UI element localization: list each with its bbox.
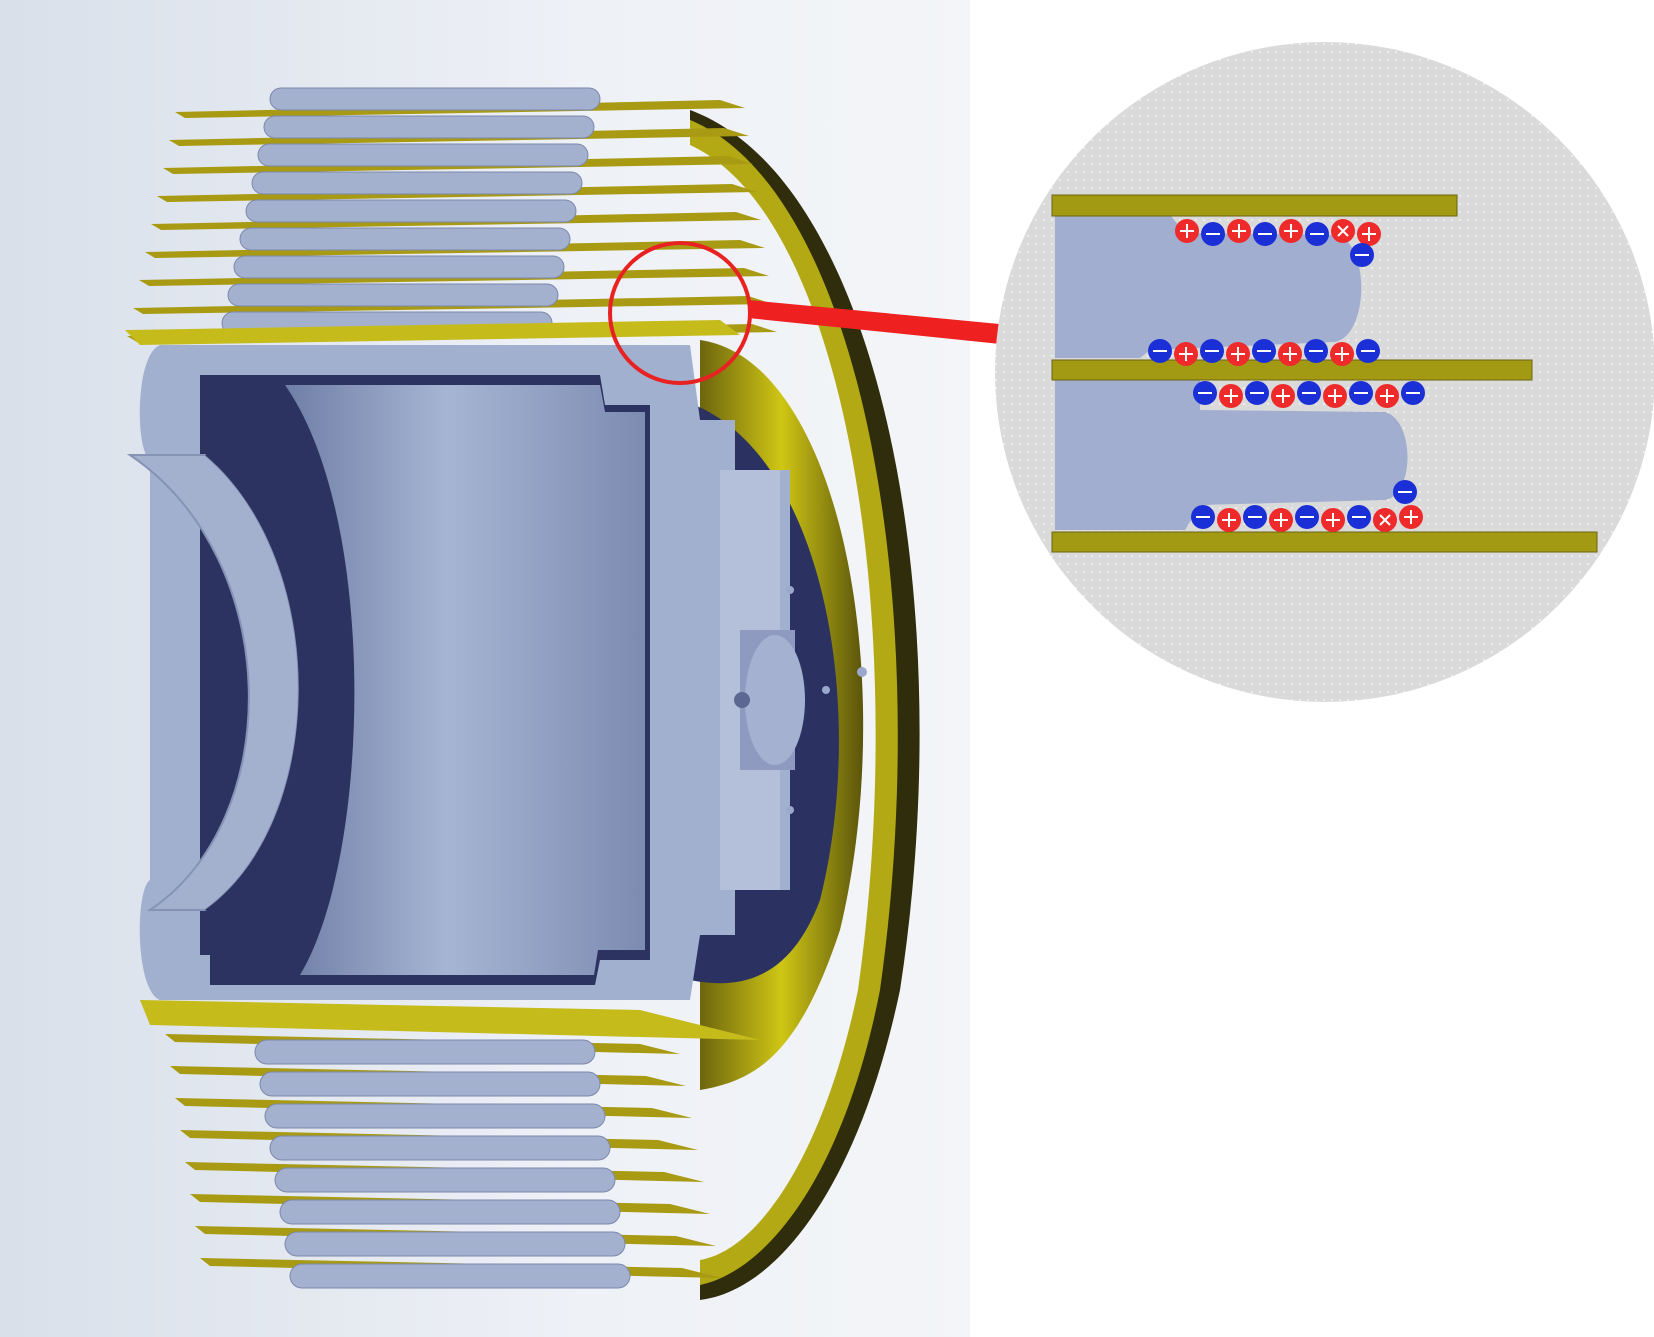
bolt-hole: [857, 667, 867, 677]
positive-ion: [1323, 384, 1347, 408]
capacitor-device-3d: [125, 87, 1060, 1300]
positive-ion: [1375, 384, 1399, 408]
negative-ion: [1356, 339, 1380, 363]
positive-ion: [1330, 342, 1354, 366]
fin-tab: [259, 1071, 601, 1097]
inner-bore-cylinder: [285, 385, 645, 975]
fin-tab: [251, 171, 583, 195]
positive-ion: [1321, 508, 1345, 532]
fin-tab: [264, 1103, 606, 1129]
positive-ion: [1226, 342, 1250, 366]
positive-ion: [1269, 508, 1293, 532]
fin-tab: [269, 87, 601, 111]
fin-tab: [263, 115, 595, 139]
fin-tab: [227, 283, 559, 307]
negative-ion: [1347, 505, 1371, 529]
fin-tab: [233, 255, 565, 279]
electrode-tongue-lower: [1055, 375, 1408, 530]
positive-ion: [1227, 219, 1251, 243]
hub-face: [745, 635, 805, 765]
negative-ion: [1148, 339, 1172, 363]
zoom-detail-view: [995, 42, 1654, 702]
negative-ion: [1252, 339, 1276, 363]
negative-ion: [1350, 243, 1374, 267]
positive-ion: [1174, 342, 1198, 366]
crossed-ion: [1331, 219, 1355, 243]
negative-ion: [1245, 381, 1269, 405]
positive-ion: [1357, 222, 1381, 246]
negative-ion: [1201, 222, 1225, 246]
upper-fin-stack: [127, 87, 777, 342]
bolt-hole: [786, 806, 794, 814]
negative-ion: [1349, 381, 1373, 405]
zoom-plate-bottom: [1051, 531, 1598, 553]
crossed-ion: [1373, 508, 1397, 532]
negative-ion: [1401, 381, 1425, 405]
negative-ion: [1191, 505, 1215, 529]
positive-ion: [1175, 219, 1199, 243]
negative-ion: [1193, 381, 1217, 405]
positive-ion: [1399, 505, 1423, 529]
negative-ion: [1253, 222, 1277, 246]
ion-layer: [1148, 219, 1425, 532]
positive-ion: [1271, 384, 1295, 408]
positive-ion: [1219, 384, 1243, 408]
fin-tab: [279, 1199, 621, 1225]
negative-ion: [1243, 505, 1267, 529]
fin-tab: [284, 1231, 626, 1257]
center-hole: [734, 692, 750, 708]
negative-ion: [1305, 222, 1329, 246]
lower-fin-stack: [165, 1034, 722, 1289]
bolt-hole: [786, 586, 794, 594]
fin-tab: [257, 143, 589, 167]
zoom-arrow: [748, 298, 1060, 370]
negative-ion: [1297, 381, 1321, 405]
zoom-plate-top: [1051, 194, 1458, 217]
lower-separator-plate: [140, 1000, 760, 1040]
fin-tab: [269, 1135, 611, 1161]
fin-tab: [245, 199, 577, 223]
bolt-hole: [822, 686, 830, 694]
upper-separator-plate: [125, 320, 740, 345]
positive-ion: [1279, 219, 1303, 243]
electrode-tongue-upper: [1055, 215, 1362, 358]
negative-ion: [1200, 339, 1224, 363]
negative-ion: [1304, 339, 1328, 363]
fin-tab: [274, 1167, 616, 1193]
positive-ion: [1278, 342, 1302, 366]
fin-tab: [239, 227, 571, 251]
negative-ion: [1295, 505, 1319, 529]
fin-tab: [289, 1263, 631, 1289]
positive-ion: [1217, 508, 1241, 532]
outer-rim-gold: [690, 120, 898, 1285]
negative-ion: [1393, 480, 1417, 504]
fin-tab: [254, 1039, 596, 1065]
crescent-shadow: [205, 455, 315, 910]
